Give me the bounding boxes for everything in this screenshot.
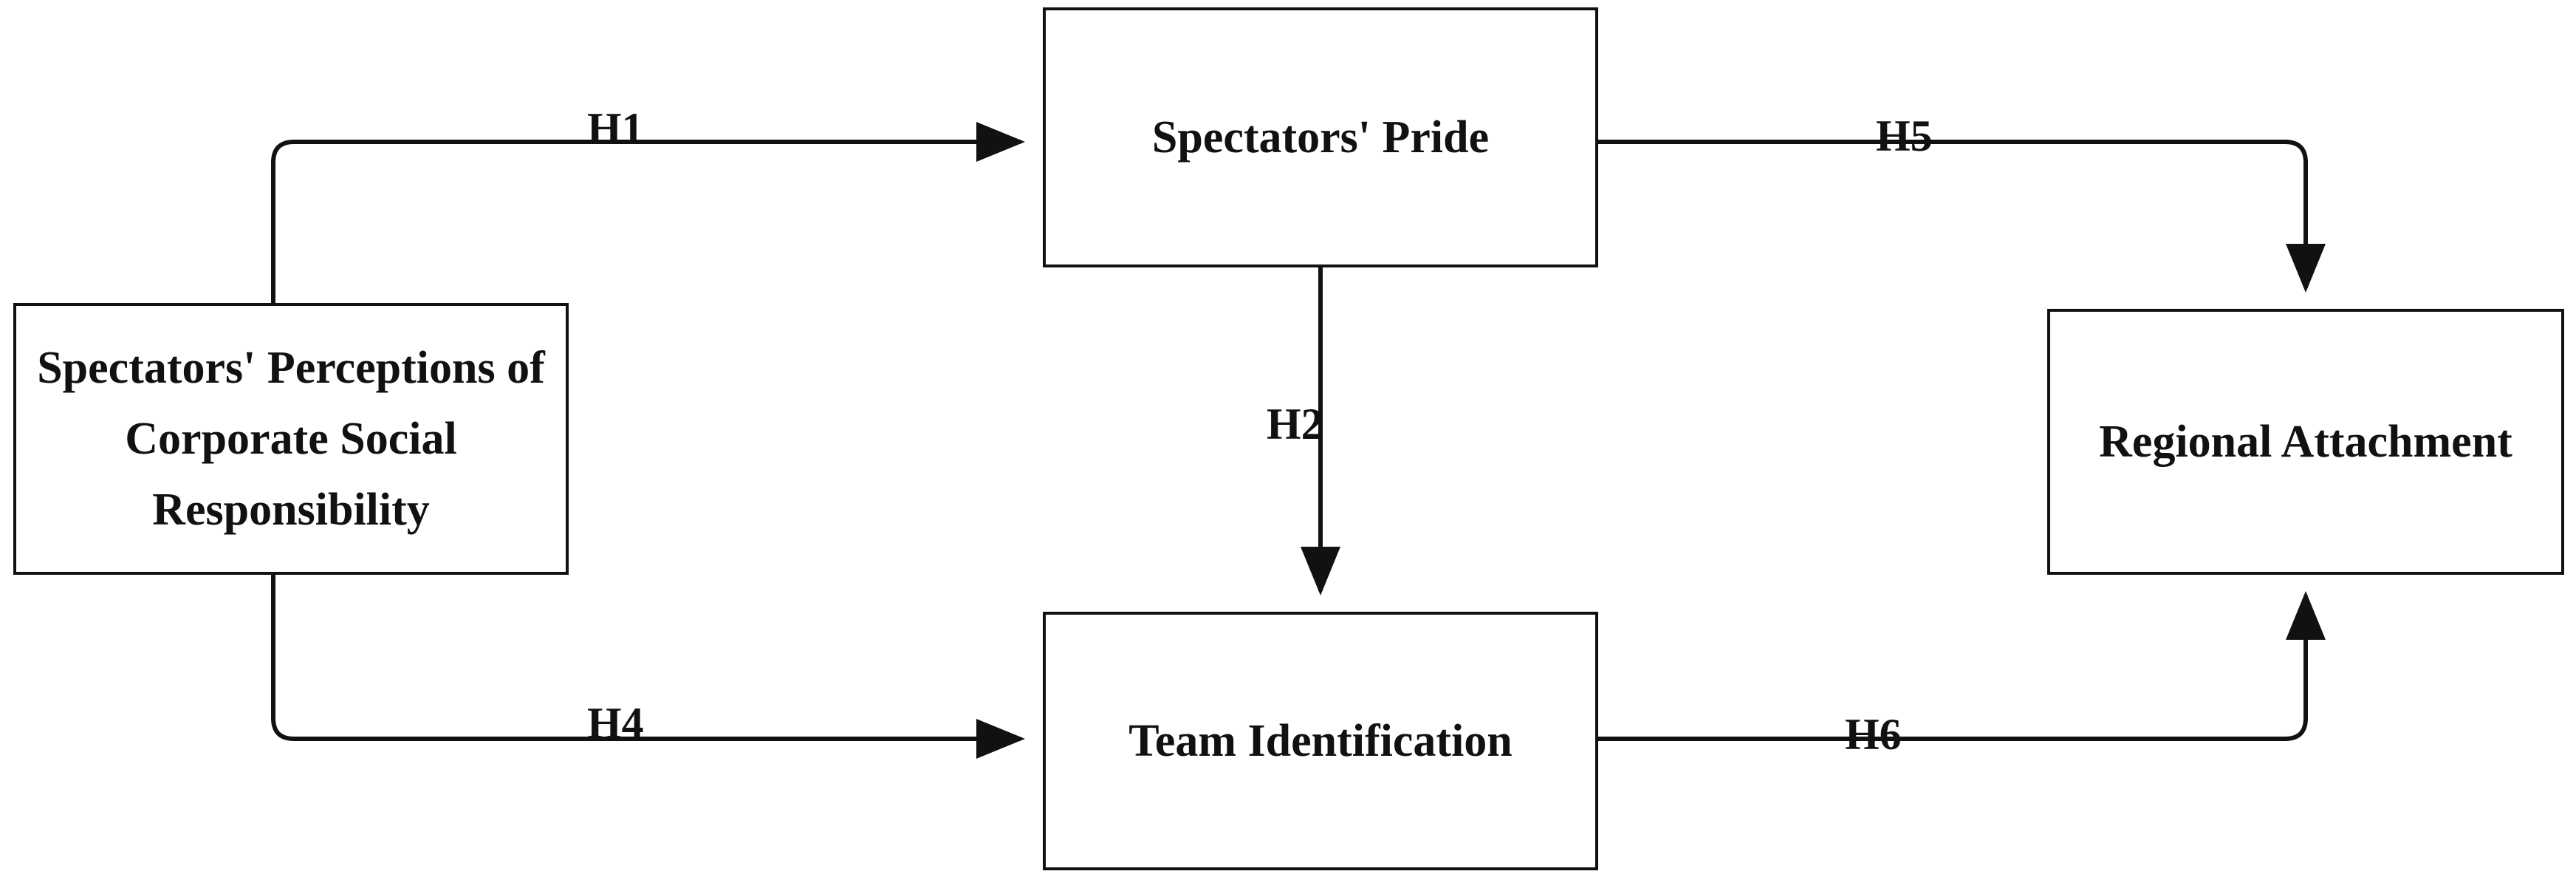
edge-label-h1: H1 [587,104,644,153]
node-regional-attachment: Regional Attachment [2047,309,2564,575]
node-label: Regional Attachment [2099,416,2512,467]
edge-h5 [1598,140,2326,293]
edge-label-h5: H5 [1876,112,1933,160]
node-spectators-pride: Spectators' Pride [1043,7,1598,267]
node-label: Team Identification [1128,715,1513,766]
edge-label-h6: H6 [1845,710,1902,759]
edge-h4 [271,575,1025,759]
edge-h6 [1598,591,2326,741]
node-team-identification: Team Identification [1043,612,1598,870]
node-spectators-csr-perceptions: Spectators' Perceptions of Corporate Soc… [13,303,569,575]
edge-label-h2: H2 [1267,400,1323,448]
edge-h1 [271,122,1025,303]
edge-label-h4: H4 [587,699,644,748]
node-label: Spectators' Perceptions of Corporate Soc… [37,342,545,536]
node-label: Spectators' Pride [1151,112,1490,163]
